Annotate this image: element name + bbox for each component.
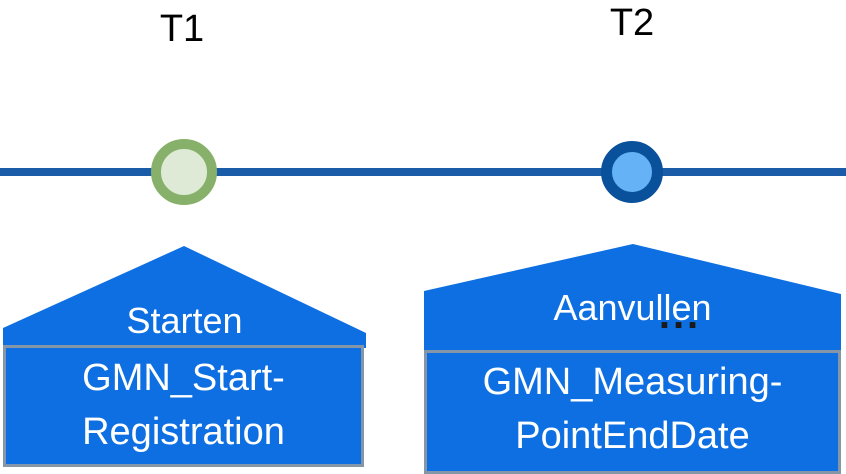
callout-action-t2: Aanvullen xyxy=(553,287,712,328)
code-line: GMN_Measuring- xyxy=(482,361,783,403)
time-label-t2: T2 xyxy=(609,2,655,44)
milestone-marker-t2 xyxy=(601,141,663,203)
callout-box-t2: GMN_Measuring- PointEndDate xyxy=(424,350,841,474)
milestone-marker-t1 xyxy=(151,139,217,205)
code-line: PointEndDate xyxy=(515,415,750,457)
time-label-t1: T1 xyxy=(159,8,205,50)
callout-box-t1: GMN_Start- Registration xyxy=(3,345,364,467)
timeline-line xyxy=(0,168,846,176)
callout-action-t1: Starten xyxy=(126,300,243,341)
code-line: Registration xyxy=(82,411,285,453)
code-line: GMN_Start- xyxy=(82,357,285,399)
callout-ellipsis-t2: ... xyxy=(658,293,702,337)
